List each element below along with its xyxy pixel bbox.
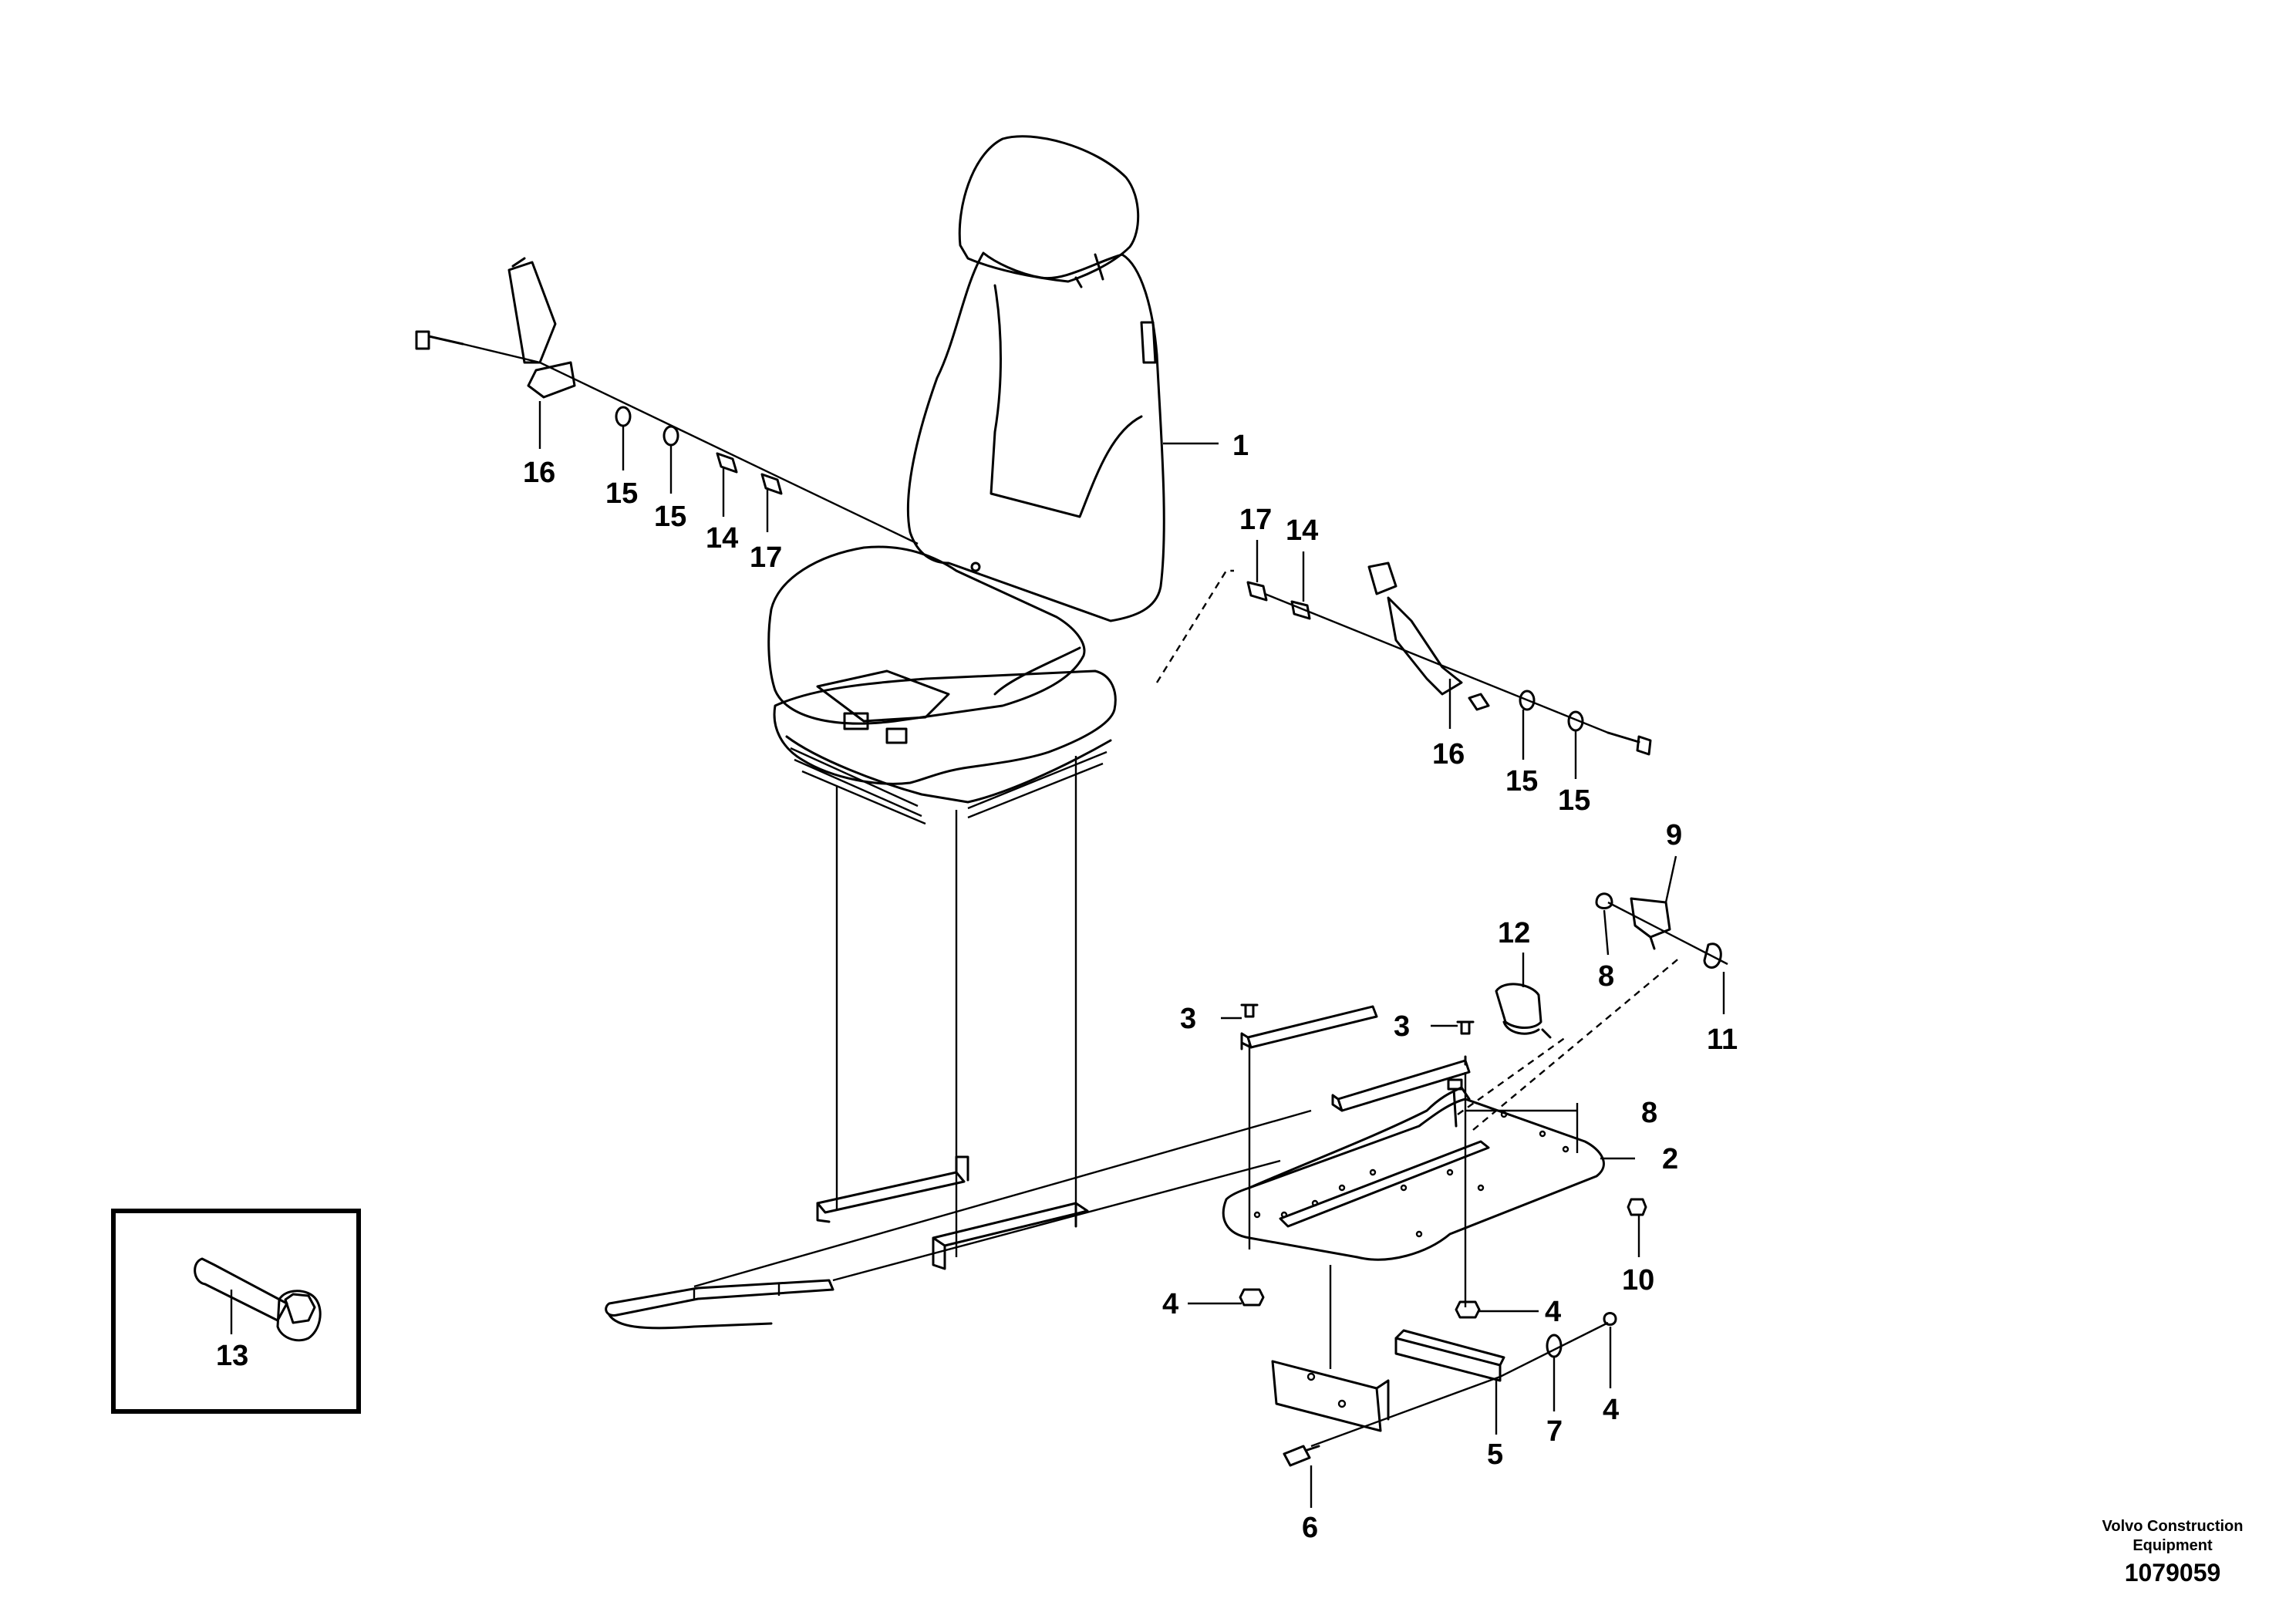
callout-4-left: 4	[1162, 1288, 1178, 1320]
callout-10: 10	[1622, 1264, 1654, 1297]
callout-17-left: 17	[750, 541, 782, 574]
callout-4-middle: 4	[1545, 1296, 1561, 1328]
callout-2: 2	[1662, 1143, 1678, 1175]
seat-rail-assembly	[605, 1109, 1312, 1330]
callout-3-right: 3	[1394, 1010, 1410, 1043]
callout-15-right-b: 15	[1558, 784, 1590, 817]
callout-labels: 1 16 15 15 14 17 17 14 16 15 15 9 12 8 1…	[216, 430, 1738, 1544]
mounting-plate	[1222, 1005, 1609, 1448]
inset-detail-box	[111, 1209, 361, 1414]
callout-14-right: 14	[1286, 514, 1318, 547]
callout-3-left: 3	[1180, 1003, 1196, 1035]
callout-14-left: 14	[706, 522, 738, 555]
callout-13: 13	[216, 1340, 248, 1372]
callout-6: 6	[1302, 1512, 1318, 1544]
plate-holes	[1253, 1111, 1569, 1238]
callout-1: 1	[1232, 430, 1249, 462]
callout-4-right: 4	[1603, 1394, 1619, 1426]
callout-15-left-b: 15	[654, 501, 686, 533]
callout-9: 9	[1666, 819, 1682, 851]
drawing-reference: Volvo Construction Equipment 1079059	[2102, 1518, 2244, 1587]
leader-lines	[538, 401, 1725, 1508]
drawing-number: 1079059	[2125, 1559, 2221, 1587]
callout-12: 12	[1498, 917, 1530, 949]
callout-8-upper: 8	[1598, 960, 1614, 993]
company-name-line2: Equipment	[2132, 1537, 2213, 1554]
callout-15-left-a: 15	[605, 477, 638, 510]
callout-17-right: 17	[1239, 504, 1272, 536]
callout-16-right: 16	[1432, 738, 1465, 771]
callout-15-right-a: 15	[1505, 765, 1538, 798]
callout-16-left: 16	[523, 457, 555, 489]
callout-11: 11	[1707, 1023, 1738, 1056]
operator-seat	[767, 135, 1165, 1257]
callout-5: 5	[1487, 1438, 1503, 1471]
company-name-line1: Volvo Construction	[2102, 1518, 2244, 1535]
callout-7: 7	[1546, 1415, 1563, 1448]
callout-8-lower: 8	[1641, 1097, 1657, 1129]
fasteners	[415, 257, 1728, 1467]
